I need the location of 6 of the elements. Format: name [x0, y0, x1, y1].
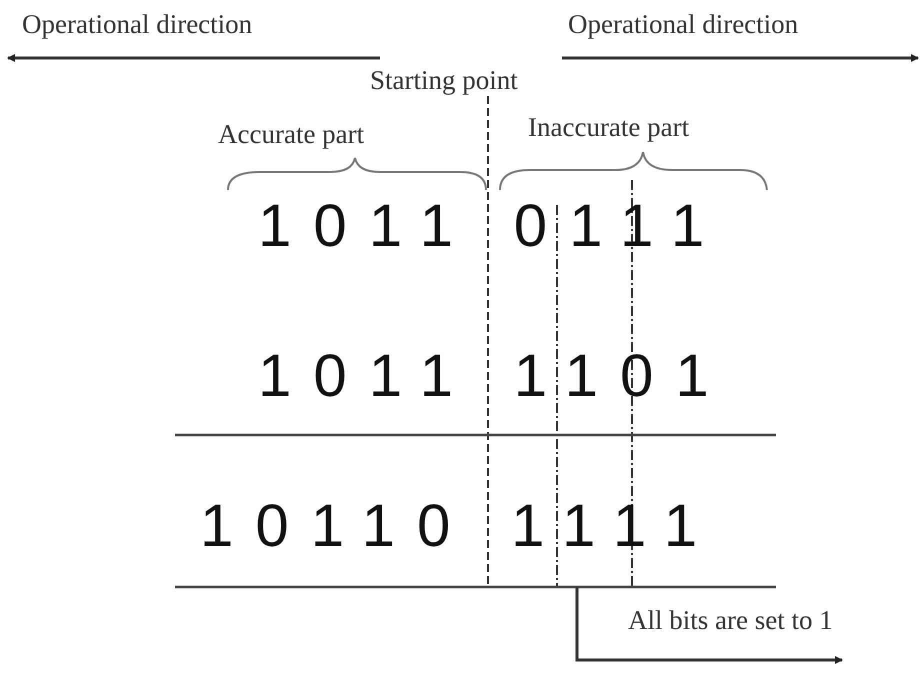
direction-label: Operational direction: [568, 10, 798, 40]
part-label: Inaccurate part: [528, 113, 690, 143]
note-text: All bits are set to 1: [628, 606, 833, 636]
part-label: Accurate part: [218, 120, 364, 150]
direction-label: Operational direction: [22, 10, 252, 40]
starting-point-label: Starting point: [370, 66, 518, 96]
